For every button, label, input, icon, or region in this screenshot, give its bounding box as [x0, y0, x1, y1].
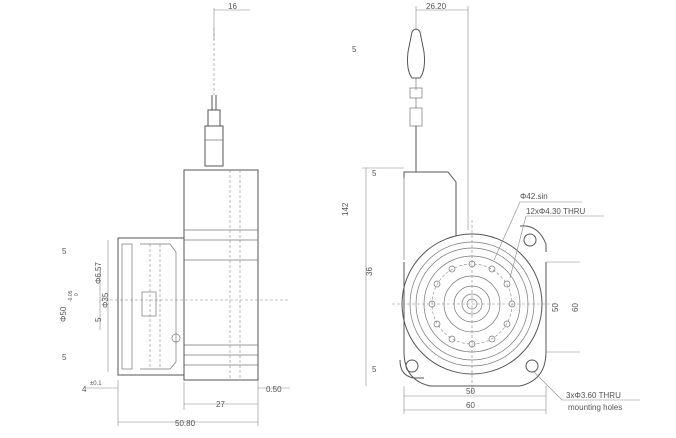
dim-circle: Φ42.sin	[520, 192, 548, 201]
dim-flange-tol: ±0.1	[90, 381, 102, 387]
dim-bottom-b: 60	[466, 401, 475, 410]
dim-dia-c-tol-lower: 0	[74, 293, 80, 296]
front-view: 26.20	[341, 2, 640, 414]
dim-center-height: 36	[365, 267, 374, 276]
dim-dia-b: Φ35	[101, 292, 110, 308]
note-holes-mount: 3xΦ3.60 THRU	[566, 391, 621, 400]
dim-gap: 0.50	[266, 385, 282, 394]
dim-bottom-a: 50	[466, 387, 475, 396]
dim-height: 142	[341, 202, 350, 216]
dim-5-bottom: 5	[62, 353, 67, 362]
dim-dia-c-tol-upper: -0.05	[68, 290, 74, 302]
dim-5-mid: 5	[94, 317, 103, 322]
dim-dia-c: Φ50	[59, 306, 68, 322]
dim-right-b: 60	[571, 303, 580, 312]
dim-right-a: 50	[551, 303, 560, 312]
dim-width: 27	[216, 400, 225, 409]
dim-5-top-front: 5	[352, 45, 357, 54]
note-mounting: mounting holes	[568, 403, 622, 412]
dim-total: 50.80	[175, 419, 196, 428]
dim-dia-a: Φ6.57	[94, 261, 103, 284]
note-holes-inner: 12xΦ4.30 THRU	[526, 207, 586, 216]
dim-cable-top: 16	[228, 2, 237, 11]
side-view: 16 5 5 5 Φ6.57 Φ35 Φ5	[59, 2, 290, 428]
dim-5-bottom-front: 5	[372, 365, 377, 374]
dim-5-top: 5	[62, 247, 67, 256]
dim-5-mid-front: 5	[372, 169, 377, 178]
dim-flange: 4	[82, 385, 87, 394]
dim-cable-offset: 26.20	[426, 2, 447, 11]
